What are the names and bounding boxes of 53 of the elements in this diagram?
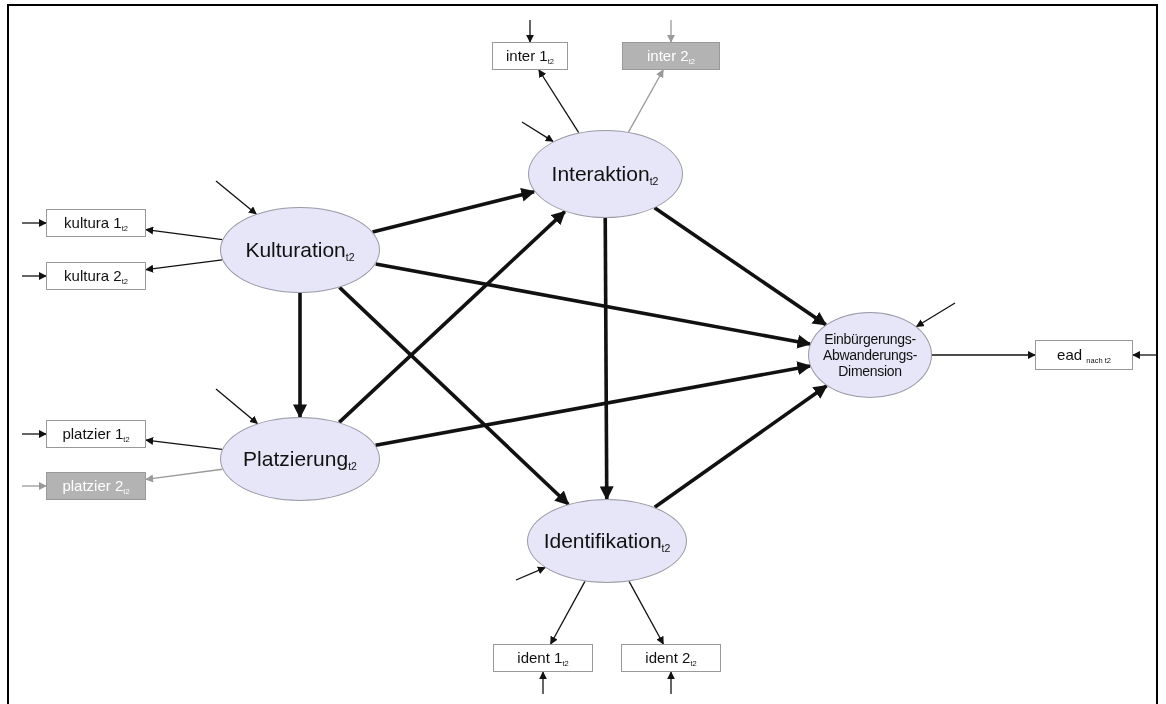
node-label: inter 2$_{t2}$ xyxy=(647,46,695,66)
latent-variable-ellipse xyxy=(808,312,932,398)
error-term-arrow xyxy=(215,180,257,215)
node-label: inter 1$_{t2}$ xyxy=(506,46,554,66)
node-label: Platzierung$_{t2}$ xyxy=(243,446,357,472)
node-label: ident 1$_{t2}$ xyxy=(517,648,569,668)
indicator-box xyxy=(46,420,146,448)
node-label: Kulturation$_{t2}$ xyxy=(245,237,355,263)
path-arrow xyxy=(931,351,1036,359)
node-label: platzier 1$_{t2}$ xyxy=(62,424,130,444)
path-arrow xyxy=(145,437,223,451)
error-term-arrow xyxy=(21,272,47,280)
path-arrow xyxy=(337,210,566,424)
node-label: platzier 2$_{t2}$ xyxy=(62,476,130,496)
node-label: Einbürgerungs- Abwanderungs- Dimension xyxy=(821,330,919,380)
indicator-box xyxy=(492,42,568,70)
error-term-arrow xyxy=(915,302,956,328)
error-term-arrow xyxy=(526,19,534,43)
path-arrow xyxy=(338,286,570,506)
path-arrow xyxy=(653,384,828,509)
node-label: kultura 1$_{t2}$ xyxy=(64,213,128,233)
error-term-arrow xyxy=(515,566,546,581)
error-term-arrow xyxy=(521,121,554,143)
path-arrow xyxy=(293,293,307,419)
error-term-arrow xyxy=(667,19,675,43)
error-term-arrow xyxy=(21,219,47,227)
indicator-box xyxy=(46,209,146,237)
error-term-arrow xyxy=(21,430,47,438)
error-term-arrow xyxy=(21,482,47,490)
node-label: Identifikation$_{t2}$ xyxy=(543,528,671,554)
node-label: ead $_{nach t2}$ xyxy=(1057,345,1111,365)
path-arrow xyxy=(538,69,580,134)
node-label: ident 2$_{t2}$ xyxy=(645,648,697,668)
path-arrow xyxy=(145,259,223,273)
indicator-box xyxy=(1035,340,1133,370)
path-arrow xyxy=(653,206,827,327)
path-arrow xyxy=(145,226,223,241)
path-arrow xyxy=(372,187,536,234)
error-term-arrow xyxy=(539,671,547,695)
node-label: kultura 2$_{t2}$ xyxy=(64,266,128,286)
path-arrow xyxy=(375,262,812,349)
path-arrow xyxy=(375,361,812,447)
indicator-box xyxy=(46,262,146,290)
error-term-arrow xyxy=(1132,351,1158,359)
indicator-box xyxy=(493,644,593,672)
indicator-box xyxy=(621,644,721,672)
error-term-arrow xyxy=(215,388,258,425)
path-arrow xyxy=(145,468,224,483)
path-arrow xyxy=(599,218,614,501)
indicator-box xyxy=(622,42,720,70)
indicator-box xyxy=(46,472,146,500)
node-label: Interaktion$_{t2}$ xyxy=(551,161,659,187)
error-term-arrow xyxy=(667,671,675,695)
